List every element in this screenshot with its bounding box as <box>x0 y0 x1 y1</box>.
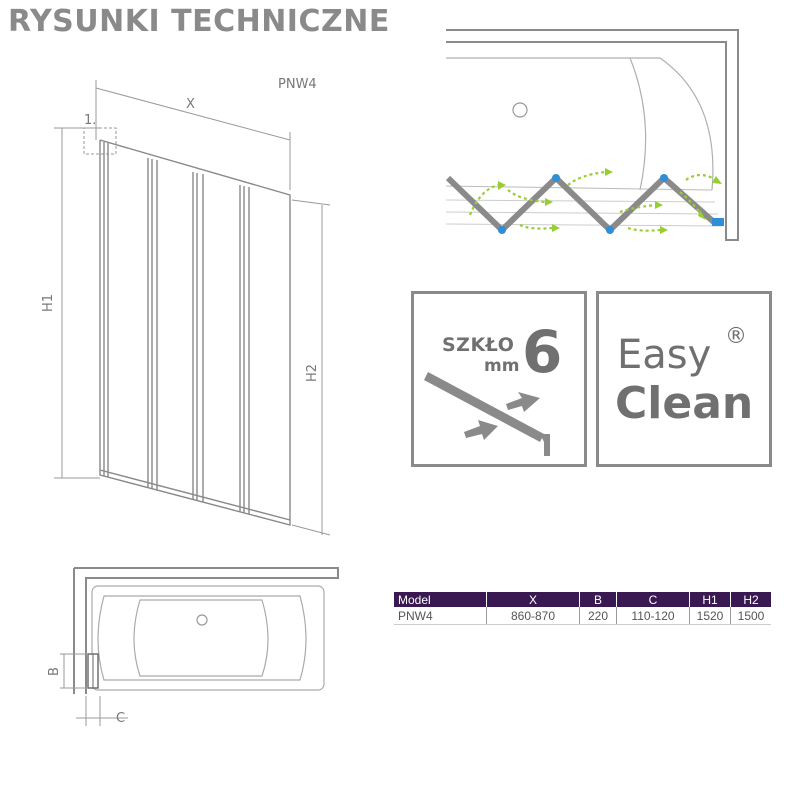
cell-x: 860-870 <box>486 607 580 625</box>
cell-model: PNW4 <box>394 607 487 625</box>
glass-unit: mm <box>484 356 520 376</box>
header-b: B <box>579 592 617 607</box>
dim-h2-label: H2 <box>305 364 320 382</box>
header-x: X <box>486 592 580 607</box>
glass-thickness-badge: SZKŁO mm 6 <box>411 291 587 467</box>
easy-clean-badge: Easy ® Clean <box>596 291 772 467</box>
glass-word: SZKŁO <box>442 334 515 356</box>
header-h2: H2 <box>730 592 771 607</box>
dim-c-label: C <box>116 711 125 726</box>
header-h1: H1 <box>689 592 731 607</box>
spec-table: Model X B C H1 H2 PNW4 860-870 220 110-1… <box>394 592 771 625</box>
table-row: PNW4 860-870 220 110-120 1520 1500 <box>394 607 771 625</box>
cell-h2: 1500 <box>730 607 771 625</box>
easy-word: Easy <box>617 332 712 378</box>
header-c: C <box>616 592 690 607</box>
dim-h1-label: H1 <box>41 294 56 312</box>
clean-word: Clean <box>615 378 754 429</box>
dim-x-label: X <box>186 97 195 112</box>
spec-table-header: Model X B C H1 H2 <box>394 592 771 607</box>
dim-b-label: B <box>47 667 62 676</box>
glass-pane-icon <box>424 372 550 456</box>
registered-mark-icon: ® <box>725 324 747 349</box>
top-view-drawing: B C <box>47 567 339 726</box>
cell-b: 220 <box>579 607 617 625</box>
detail-marker: 1. <box>84 113 96 128</box>
header-model: Model <box>394 592 487 607</box>
folding-diagram <box>445 29 739 241</box>
page-title: RYSUNKI TECHNICZNE <box>8 4 390 39</box>
model-label: PNW4 <box>278 77 317 92</box>
cell-h1: 1520 <box>689 607 731 625</box>
cell-c: 110-120 <box>616 607 690 625</box>
glass-value: 6 <box>522 318 563 386</box>
